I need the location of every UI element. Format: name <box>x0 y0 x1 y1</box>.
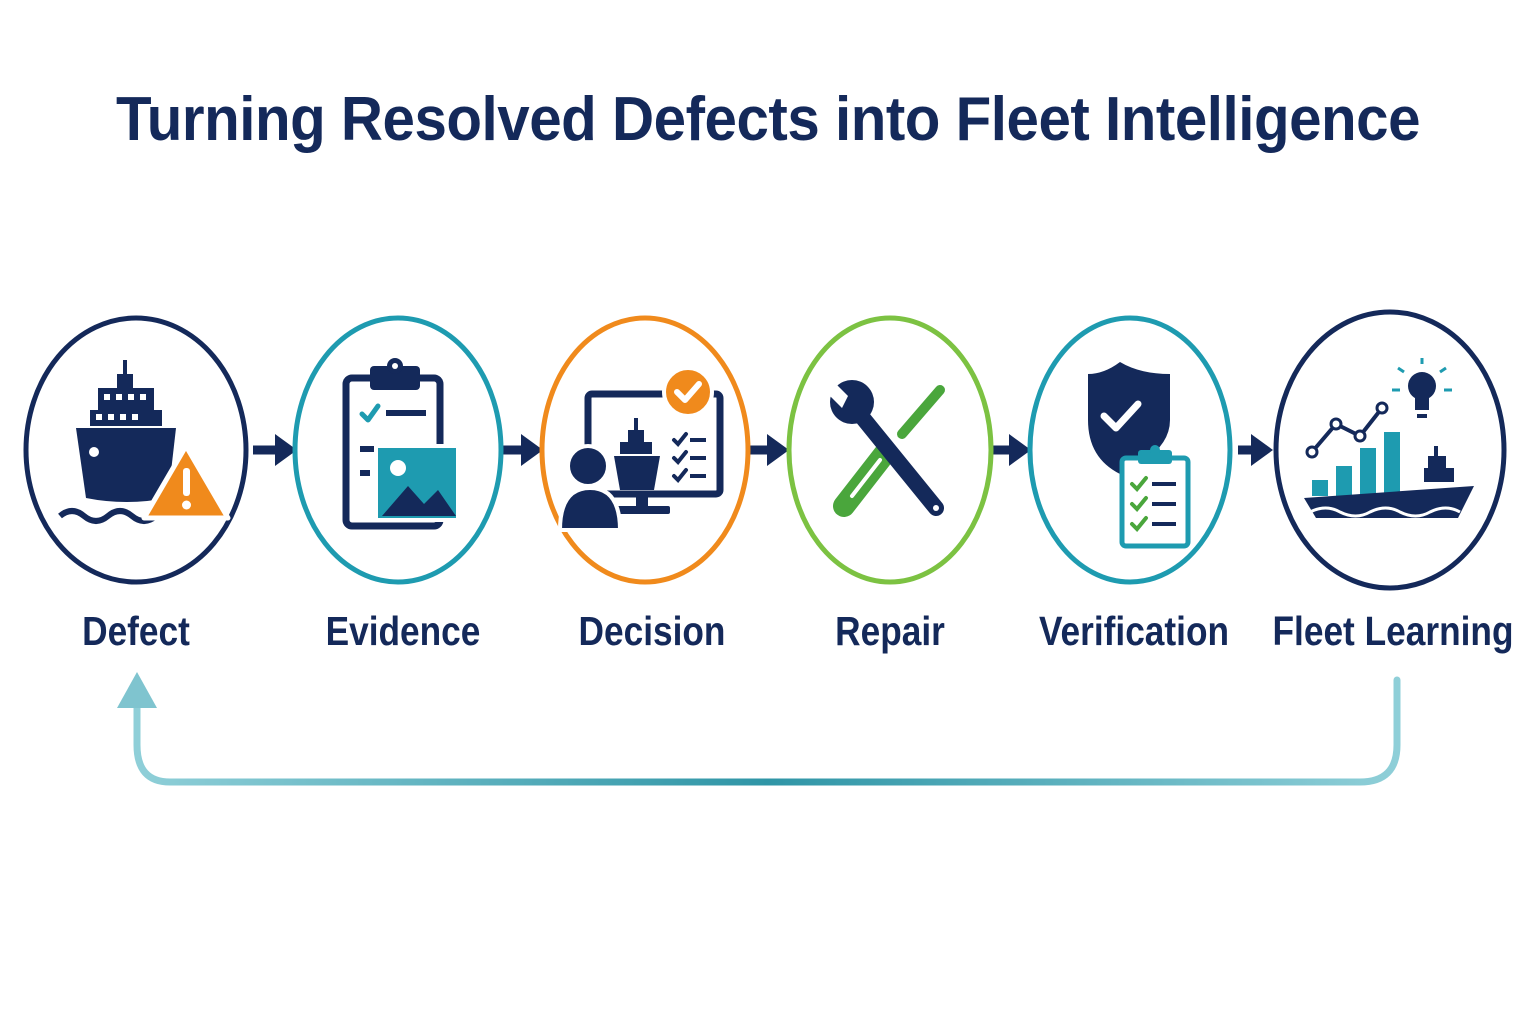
page-title: Turning Resolved Defects into Fleet Inte… <box>115 85 1421 154</box>
feedback-loop-arrow <box>117 672 1401 786</box>
shield-checklist-icon <box>1088 362 1191 549</box>
person-monitor-check-icon <box>557 366 724 532</box>
step-connector-arrow <box>503 434 543 466</box>
step-label-defect: Defect <box>82 608 190 654</box>
step-connector-arrow <box>750 434 789 466</box>
step-label-decision: Decision <box>578 608 726 654</box>
step-connector-arrow <box>253 434 297 466</box>
step-verification <box>1027 315 1233 585</box>
step-connector-arrow <box>1238 434 1273 466</box>
step-fleet-learning <box>1273 309 1507 591</box>
step-label-repair: Repair <box>835 608 945 654</box>
step-label-evidence: Evidence <box>325 608 481 654</box>
step-label-fleet-learning: Fleet Learning <box>1272 608 1514 654</box>
step-label-verification: Verification <box>1038 608 1230 654</box>
step-repair <box>786 315 994 585</box>
ship-warning-icon <box>58 360 231 524</box>
wrench-screwdriver-icon <box>826 380 945 517</box>
step-evidence <box>292 315 504 585</box>
step-decision <box>539 315 751 585</box>
ship-chart-lightbulb-icon <box>1304 358 1474 518</box>
step-connector-arrow <box>992 434 1031 466</box>
clipboard-photo-icon <box>342 358 460 530</box>
step-defect <box>23 315 249 585</box>
